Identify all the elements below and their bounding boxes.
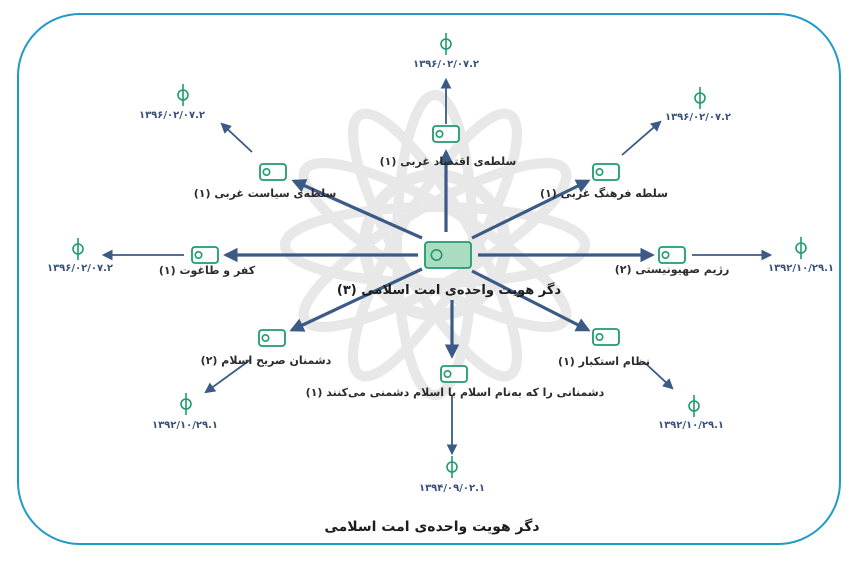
leaf-1-anchor-leaf-icon bbox=[694, 87, 706, 109]
edge-node-to-leaf-7 bbox=[220, 122, 253, 153]
node-label-kufr: کفر و طاغوت (۱) bbox=[158, 264, 256, 277]
edge-center-to-node-3 bbox=[471, 269, 591, 332]
leaf-2-anchor-leaf-icon bbox=[795, 237, 807, 259]
leaf-5-anchor-leaf-icon bbox=[180, 393, 192, 415]
node-code-arrogance: ۱۳۹۲/۱۰/۲۹.۱ bbox=[657, 420, 725, 431]
node-4-document-node-icon bbox=[440, 365, 468, 383]
node-label-economy: سلطه‌ی اقتصاد غربی (۱) bbox=[379, 155, 517, 168]
node-code-politics: ۱۳۹۶/۰۲/۰۷.۲ bbox=[138, 110, 206, 121]
node-code-open-enemies: ۱۳۹۲/۱۰/۲۹.۱ bbox=[151, 420, 219, 431]
center-label: دگر هویت واحده‌ی امت اسلامی (۳) bbox=[336, 283, 562, 298]
leaf-3-anchor-leaf-icon bbox=[688, 395, 700, 417]
node-label-culture: سلطه فرهنگ غربی (۱) bbox=[539, 187, 669, 200]
edge-center-to-node-5 bbox=[289, 267, 423, 332]
edge-center-to-node-1 bbox=[471, 179, 591, 240]
node-code-enemies-in-name: ۱۳۹۴/۰۹/۰۲.۱ bbox=[418, 483, 486, 494]
node-label-open-enemies: دشمنان صریح اسلام (۲) bbox=[200, 354, 332, 367]
leaf-6-anchor-leaf-icon bbox=[72, 238, 84, 260]
leaf-0-anchor-leaf-icon bbox=[440, 33, 452, 55]
node-label-politics: سلطه‌ی سیاست غربی (۱) bbox=[193, 187, 337, 200]
edge-node-to-leaf-3 bbox=[643, 361, 674, 390]
node-code-culture: ۱۳۹۶/۰۲/۰۷.۲ bbox=[664, 112, 732, 123]
node-0-document-node-icon bbox=[432, 125, 460, 143]
leaf-4-anchor-leaf-icon bbox=[446, 456, 458, 478]
edge-node-to-leaf-1 bbox=[621, 120, 662, 156]
node-2-document-node-icon bbox=[658, 246, 686, 264]
edge-node-to-leaf-5 bbox=[204, 359, 251, 394]
node-7-document-node-icon bbox=[259, 163, 287, 181]
center-document-node-icon bbox=[424, 241, 472, 269]
diagram-caption: دگر هویت واحده‌ی امت اسلامی bbox=[324, 519, 540, 535]
diagram-frame bbox=[17, 13, 841, 545]
node-label-enemies-in-name: دشمنانی را که به‌نام اسلام با اسلام دشمن… bbox=[305, 386, 605, 399]
leaf-7-anchor-leaf-icon bbox=[177, 84, 189, 106]
node-5-document-node-icon bbox=[258, 329, 286, 347]
node-code-kufr: ۱۳۹۶/۰۲/۰۷.۲ bbox=[46, 263, 114, 274]
node-6-document-node-icon bbox=[191, 246, 219, 264]
edge-center-to-node-7 bbox=[291, 179, 423, 240]
node-label-zionist: رژیم صهیونیستی (۲) bbox=[614, 263, 730, 276]
node-3-document-node-icon bbox=[592, 328, 620, 346]
node-code-zionist: ۱۳۹۲/۱۰/۲۹.۱ bbox=[767, 263, 835, 274]
node-label-arrogance: نظام استکبار (۱) bbox=[558, 355, 650, 368]
node-1-document-node-icon bbox=[592, 163, 620, 181]
node-code-economy: ۱۳۹۶/۰۲/۰۷.۲ bbox=[412, 59, 480, 70]
